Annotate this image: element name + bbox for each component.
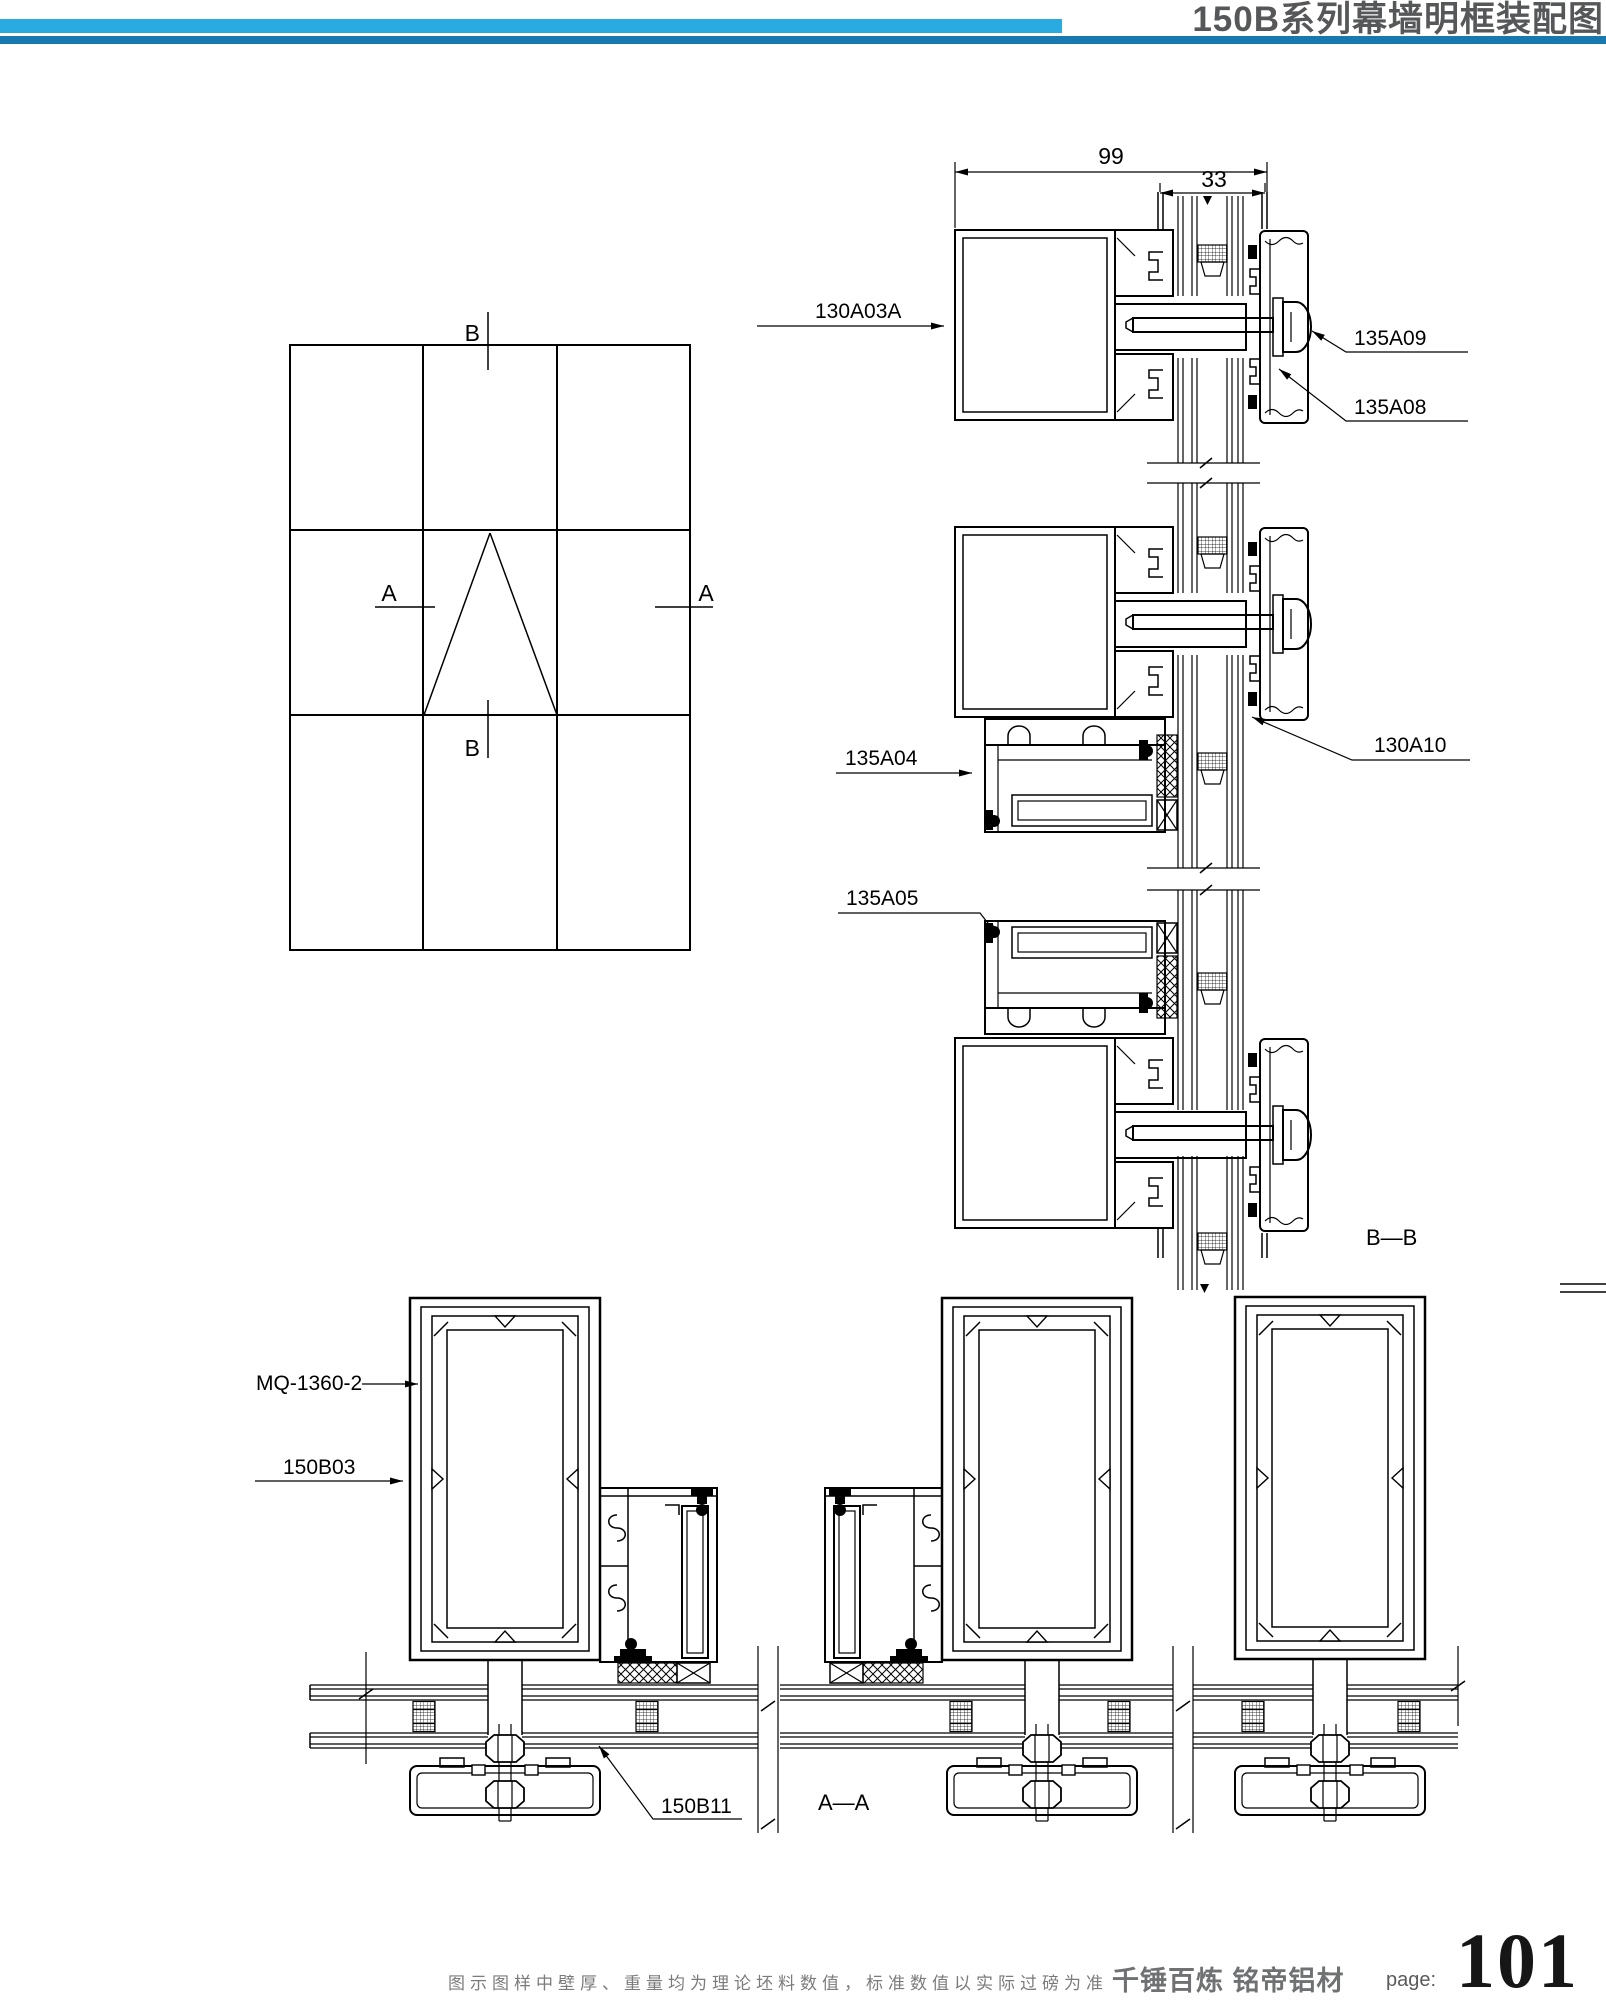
bb-top-joint — [954, 192, 1312, 424]
part-label-mq-1360-2: MQ-1360-2 — [256, 1372, 362, 1395]
glazing-unit-vertical — [1177, 196, 1244, 1290]
page-label: page: — [1386, 1969, 1437, 1991]
aa-sash-frame-right — [824, 1487, 943, 1684]
part-label-135a04: 135A04 — [845, 747, 918, 770]
section-mark-a-left: A — [381, 580, 397, 606]
part-label-135a09: 135A09 — [1354, 327, 1426, 350]
mullion-plan-right — [1233, 1295, 1427, 1661]
glazing-unit-plan — [309, 1684, 1458, 1749]
bb-subframe-135a05 — [984, 920, 1178, 1035]
section-aa: MQ-1360-2 150B03 150B11 A—A — [255, 1283, 1606, 1833]
dimension-99: 99 — [954, 143, 1268, 228]
part-label-130a10: 130A10 — [1374, 734, 1446, 757]
section-mark-a-right: A — [698, 580, 714, 606]
section-mark-b-bottom: B — [465, 735, 480, 761]
part-label-150b03: 150B03 — [283, 1456, 355, 1479]
footer-disclaimer: 图示图样中壁厚、重量均为理论坯料数值，标准数值以实际过磅为准 — [448, 1974, 1108, 1993]
part-label-130a03a: 130A03A — [815, 300, 901, 323]
mullion-plan-left — [408, 1296, 602, 1662]
section-title-bb: B—B — [1366, 1225, 1417, 1250]
leader-mq-1360-2: MQ-1360-2 — [256, 1372, 418, 1395]
dim-overall-value: 99 — [1098, 143, 1124, 169]
leader-150b03: 150B03 — [255, 1456, 403, 1485]
leader-135a08: 135A08 — [1278, 368, 1468, 422]
section-title-aa: A—A — [818, 1790, 870, 1815]
dim-glazing-value: 33 — [1201, 166, 1227, 192]
dimension-33: 33 — [1159, 166, 1266, 205]
section-mark-b-top: B — [465, 320, 480, 346]
aa-sash-frame-left — [599, 1487, 718, 1684]
part-label-135a05: 135A05 — [846, 887, 918, 910]
brand-logo-text: 千锤百炼 铭帝铝材 — [1112, 1966, 1345, 1996]
bb-subframe-135a04 — [984, 718, 1178, 833]
header-accent-bar-dark — [0, 36, 1606, 44]
part-label-135a08: 135A08 — [1354, 396, 1426, 419]
leader-135a04: 135A04 — [836, 747, 972, 777]
elevation-key-plan: B B A A — [289, 312, 714, 951]
section-bb: 99 33 — [757, 143, 1470, 1293]
open-window-symbol — [423, 532, 558, 716]
leader-130a10: 130A10 — [1251, 716, 1470, 761]
pressure-plate-assemblies — [409, 1660, 1426, 1822]
header-accent-bar-light — [0, 19, 1062, 33]
bb-bottom-joint — [954, 1037, 1312, 1293]
leader-135a05: 135A05 — [838, 887, 999, 937]
leader-150b11: 150B11 — [598, 1745, 742, 1820]
bb-middle-joint — [954, 526, 1312, 721]
leader-130a03a: 130A03A — [757, 300, 944, 330]
leader-135a09: 135A09 — [1311, 327, 1468, 353]
part-label-150b11: 150B11 — [661, 1795, 732, 1818]
aa-break-lines — [358, 1646, 1466, 1833]
mullion-plan-middle — [940, 1296, 1134, 1662]
page-title: 150B系列幕墙明框装配图 — [1192, 0, 1604, 39]
page-number: 101 — [1456, 1917, 1579, 2000]
glass-break-lines — [1147, 457, 1260, 896]
